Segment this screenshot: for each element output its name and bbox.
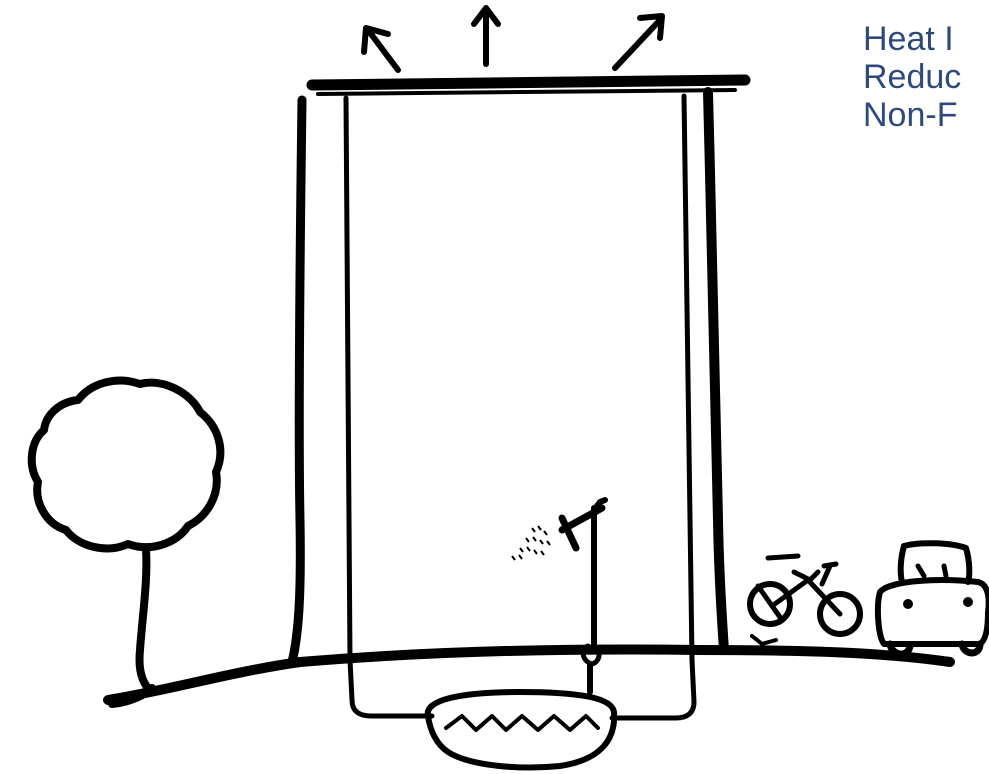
outer-wall-left — [287, 95, 307, 667]
arrow-up-icon — [471, 5, 501, 67]
car-icon — [874, 540, 989, 658]
arrow-up-icon — [612, 13, 665, 71]
shower-drops — [511, 525, 551, 561]
caption-line-3: Non-F — [863, 96, 958, 134]
caption: Heat I Reduc Non-F — [863, 20, 989, 134]
outer-wall-right — [703, 87, 729, 655]
heat-arrows — [361, 5, 665, 73]
inner-wall-left — [343, 95, 435, 719]
ground-line — [103, 644, 955, 705]
arrow-up-icon — [361, 25, 401, 73]
caption-line-2: Reduc — [863, 58, 962, 96]
roof-underline — [316, 88, 737, 96]
roof — [306, 74, 751, 91]
shower-icon — [511, 497, 608, 695]
bicycle-icon — [747, 553, 863, 646]
tree-icon — [27, 376, 225, 708]
water-tank-icon — [424, 689, 618, 771]
caption-line-1: Heat I — [863, 20, 954, 58]
inner-wall-right — [609, 93, 697, 721]
